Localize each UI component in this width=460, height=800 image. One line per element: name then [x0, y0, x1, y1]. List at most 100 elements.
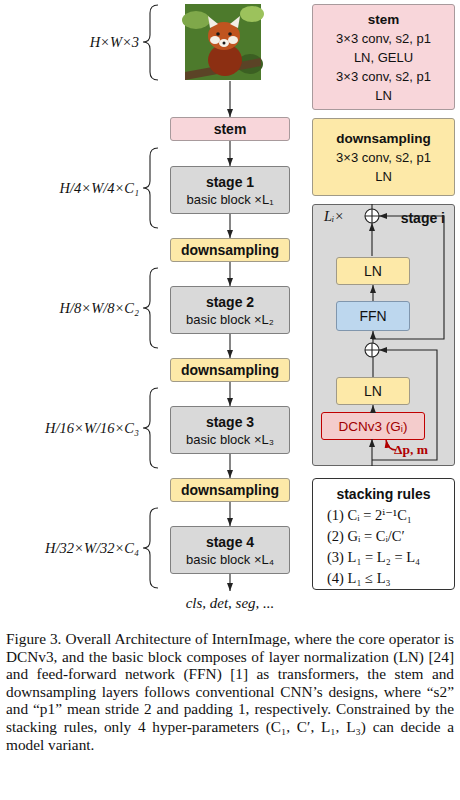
- flow-line: [371, 204, 372, 209]
- size-brace: [143, 148, 158, 228]
- box-title: stacking rules: [336, 484, 430, 505]
- repeat-label: Lᵢ×: [324, 207, 364, 225]
- flow-arrow: [229, 334, 230, 358]
- photo-leaf: [182, 11, 210, 29]
- size-brace: [143, 268, 158, 348]
- downsampling-box: downsampling: [170, 358, 290, 382]
- box-text: basic block ×L₃: [186, 431, 274, 448]
- downsampling-detail-box: downsampling3×3 conv, s2, p1LN: [312, 118, 455, 196]
- flow-arrow: [229, 382, 230, 406]
- box-title: downsampling: [181, 481, 279, 499]
- sum-cross: [365, 343, 379, 357]
- downsampling-box: downsampling: [170, 478, 290, 502]
- flow-arrow: [229, 502, 230, 526]
- panda-eye: [228, 32, 232, 36]
- downsampling-box: downsampling: [170, 238, 290, 262]
- dcnv3-box: DCNv3 (Gᵢ): [321, 412, 425, 440]
- box-title: LN: [364, 263, 382, 279]
- flow-arrow: [372, 405, 373, 412]
- stage-box: stage 4basic block ×L₄: [170, 526, 290, 574]
- offset-arrow: [386, 440, 396, 450]
- size-brace: [143, 388, 158, 468]
- flow-arrow: [372, 331, 373, 377]
- box-title: stem: [214, 120, 247, 138]
- input-arrow: [229, 81, 230, 117]
- panda-cheek: [210, 36, 220, 44]
- box-title: FFN: [359, 308, 386, 324]
- stacking-rules-box: stacking rules(1) Cᵢ = 2ⁱ⁻¹C₁(2) Gᵢ = Cᵢ…: [312, 478, 455, 590]
- output-arrow: [229, 574, 230, 591]
- photo-leaf: [237, 54, 263, 74]
- box-title: stage 4: [206, 533, 254, 551]
- flow-arrow: [229, 454, 230, 478]
- box-text: (4) L₁ ≤ L₃: [327, 568, 391, 589]
- box-title: downsampling: [181, 361, 279, 379]
- sum-symbol: [365, 343, 379, 357]
- box-title: stage 3: [206, 413, 254, 431]
- box-title: LN: [364, 383, 382, 399]
- photo-leaf: [240, 6, 264, 22]
- box-title: downsampling: [336, 129, 431, 148]
- box-text: LN, GELU: [354, 48, 413, 67]
- box-title: downsampling: [181, 241, 279, 259]
- residual-line: [372, 350, 437, 460]
- layer-norm-box: LN: [336, 377, 410, 405]
- size-label: H/32×W/32×C₄: [3, 539, 139, 557]
- sum-symbol: [365, 209, 379, 223]
- panda-cheek: [228, 36, 238, 44]
- box-text: basic block ×L₄: [186, 551, 274, 568]
- residual-line: [372, 216, 444, 339]
- size-brace: [143, 5, 158, 80]
- panda-nose: [223, 42, 226, 45]
- panda-ear: [230, 16, 240, 28]
- size-label: H×W×3: [3, 33, 139, 51]
- photo-background: [185, 4, 261, 80]
- size-label: H/16×W/16×C₃: [3, 419, 139, 437]
- photo-branch: [185, 58, 261, 80]
- box-text: (3) L₁ = L₂ = L₄: [327, 547, 420, 568]
- box-title: DCNv3 (Gᵢ): [339, 419, 408, 434]
- size-label: H/8×W/8×C₂: [3, 299, 139, 317]
- stage-detail-box: stage i LN FFN LN DCNv3 (Gᵢ): [312, 204, 455, 466]
- flow-arrow: [229, 262, 230, 286]
- stage-box: stage 1basic block ×L₁: [170, 166, 290, 214]
- flow-arrow: [372, 285, 373, 301]
- box-text: basic block ×L₁: [186, 191, 273, 208]
- layer-norm-box: LN: [336, 257, 410, 285]
- panda-body: [208, 44, 242, 76]
- box-text: 3×3 conv, s2, p1: [336, 67, 431, 86]
- panda-muzzle: [219, 39, 229, 47]
- ffn-box: FFN: [336, 301, 410, 331]
- panda-ear: [208, 16, 218, 28]
- box-text: LN: [375, 86, 392, 105]
- figure-caption: Figure 3. Overall Architecture of Intern…: [6, 630, 454, 753]
- box-title: stage i: [401, 210, 445, 226]
- flow-arrow: [371, 223, 372, 256]
- box-text: 3×3 conv, s2, p1: [336, 29, 431, 48]
- offset-label: Δp, m: [394, 442, 454, 458]
- stem-box: stem: [170, 117, 290, 141]
- box-text: (2) Gᵢ = Cᵢ/C′: [327, 526, 405, 547]
- block-input-arrow: [371, 439, 372, 466]
- task-label: cls, det, seg, ...: [150, 594, 310, 612]
- stage-box: stage 3basic block ×L₃: [170, 406, 290, 454]
- panda-head: [208, 22, 240, 50]
- sum-cross: [365, 209, 379, 223]
- panda-eye: [216, 32, 220, 36]
- box-text: (1) Cᵢ = 2ⁱ⁻¹C₁: [327, 505, 412, 526]
- size-brace: [143, 508, 158, 588]
- box-title: stage 2: [206, 293, 254, 311]
- box-text: basic block ×L₂: [186, 311, 274, 328]
- flow-arrow: [229, 141, 230, 166]
- size-label: H/4×W/4×C₁: [3, 179, 139, 197]
- stage-box: stage 2basic block ×L₂: [170, 286, 290, 334]
- box-title: stem: [368, 10, 400, 29]
- stem-detail-box: stem3×3 conv, s2, p1LN, GELU3×3 conv, s2…: [312, 4, 455, 110]
- box-text: 3×3 conv, s2, p1: [336, 148, 431, 167]
- flow-arrow: [229, 214, 230, 238]
- box-title: stage 1: [206, 173, 254, 191]
- box-text: LN: [375, 167, 392, 186]
